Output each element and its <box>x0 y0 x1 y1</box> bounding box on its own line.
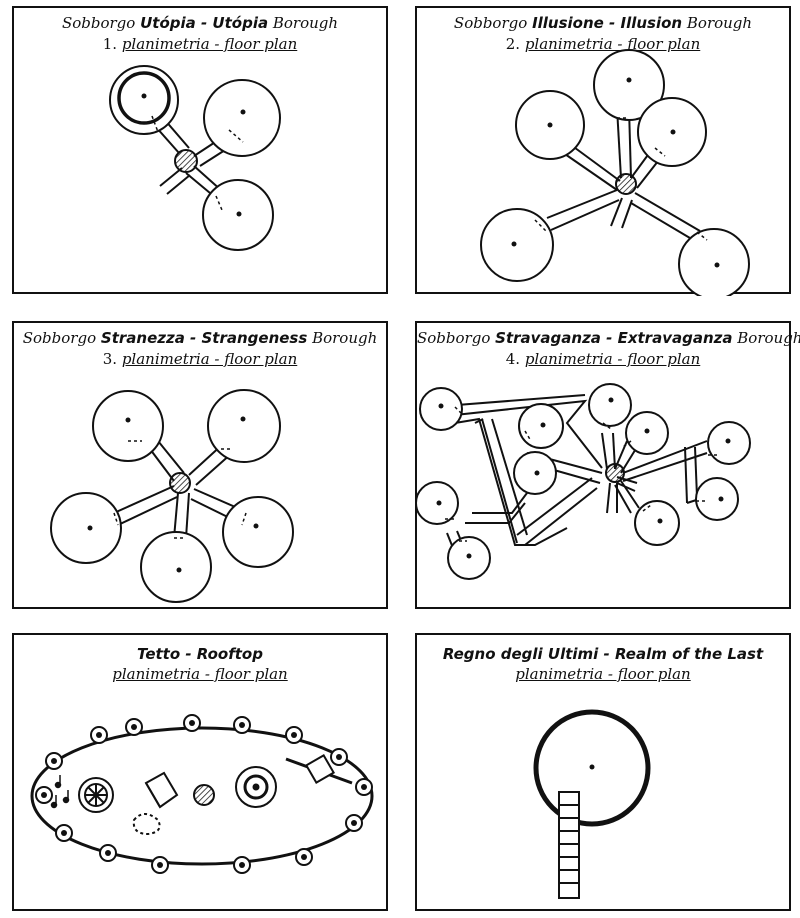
panel-title: Sobborgo Utópia - Utópia Borough <box>14 14 386 32</box>
title-prefix: Sobborgo <box>453 14 528 32</box>
panel-strangeness: Sobborgo Stranezza - Strangeness Borough… <box>12 321 388 609</box>
target <box>235 766 277 808</box>
title-name: Utópia - Utópia <box>140 14 269 32</box>
panel-rooftop: Tetto - Rooftop planimetria - floor plan <box>12 633 388 911</box>
panel-number: 2. <box>505 35 521 53</box>
title-name: Tetto - Rooftop <box>137 645 263 663</box>
floor-plan-strangeness <box>50 389 294 603</box>
title-suffix: Borough <box>272 14 339 32</box>
subtitle-text: planimetria - floor plan <box>121 350 298 368</box>
box-structure <box>132 771 179 836</box>
panel-title: Sobborgo Illusione - Illusion Borough <box>417 14 789 32</box>
panel-realm-of-the-last: Regno degli Ultimi - Realm of the Last p… <box>415 633 791 911</box>
panel-subtitle: 3. planimetria - floor plan <box>14 350 386 368</box>
panel-number: 3. <box>102 350 118 368</box>
staircase <box>558 791 580 899</box>
panel-illusion: Sobborgo Illusione - Illusion Borough 2.… <box>415 6 791 296</box>
floor-plan-extravaganza <box>417 383 751 580</box>
panel-subtitle: 2. planimetria - floor plan <box>417 35 789 53</box>
title-suffix: Borough <box>737 329 800 347</box>
subtitle-text: planimetria - floor plan <box>112 665 288 683</box>
title-prefix: Sobborgo <box>22 329 97 347</box>
wheel <box>78 777 114 813</box>
floor-plan-illusion <box>480 49 750 296</box>
panel-number: 4. <box>505 350 521 368</box>
title-prefix: Sobborgo <box>417 329 491 347</box>
panel-subtitle: 4. planimetria - floor plan <box>417 350 789 368</box>
panel-subtitle: 1. planimetria - floor plan <box>14 35 386 53</box>
telescope <box>285 753 353 785</box>
panel-title: Regno degli Ultimi - Realm of the Last <box>417 645 789 663</box>
panel-subtitle: planimetria - floor plan <box>417 665 789 683</box>
tower-circle <box>480 49 750 296</box>
subtitle-text: planimetria - floor plan <box>121 35 298 53</box>
panel-title: Tetto - Rooftop <box>14 645 386 663</box>
subtitle-text: planimetria - floor plan <box>515 665 691 683</box>
subtitle-text: planimetria - floor plan <box>524 35 701 53</box>
music-notes <box>50 775 70 809</box>
title-suffix: Borough <box>312 329 378 347</box>
floor-plan-rooftop <box>30 714 374 874</box>
panel-subtitle: planimetria - floor plan <box>14 665 386 683</box>
title-suffix: Borough <box>686 14 753 32</box>
title-name: Stravaganza - Extravaganza <box>495 329 733 347</box>
panel-title: Sobborgo Stranezza - Strangeness Borough <box>14 329 386 347</box>
panel-number: 1. <box>102 35 118 53</box>
panel-utopia: Sobborgo Utópia - Utópia Borough 1. plan… <box>12 6 388 294</box>
tower-circle <box>50 389 294 603</box>
panel-title: Sobborgo Stravaganza - Extravaganza Boro… <box>417 329 800 347</box>
floor-plan-realm <box>533 709 651 899</box>
floor-plan-utopia <box>109 65 281 251</box>
panel-extravaganza: Sobborgo Stravaganza - Extravaganza Boro… <box>415 321 800 609</box>
title-name: Stranezza - Strangeness <box>100 329 308 347</box>
title-prefix: Sobborgo <box>61 14 136 32</box>
subtitle-text: planimetria - floor plan <box>524 350 701 368</box>
title-name: Regno degli Ultimi - Realm of the Last <box>442 645 764 663</box>
hatched-pillar <box>193 784 215 806</box>
title-name: Illusione - Illusion <box>532 14 683 32</box>
